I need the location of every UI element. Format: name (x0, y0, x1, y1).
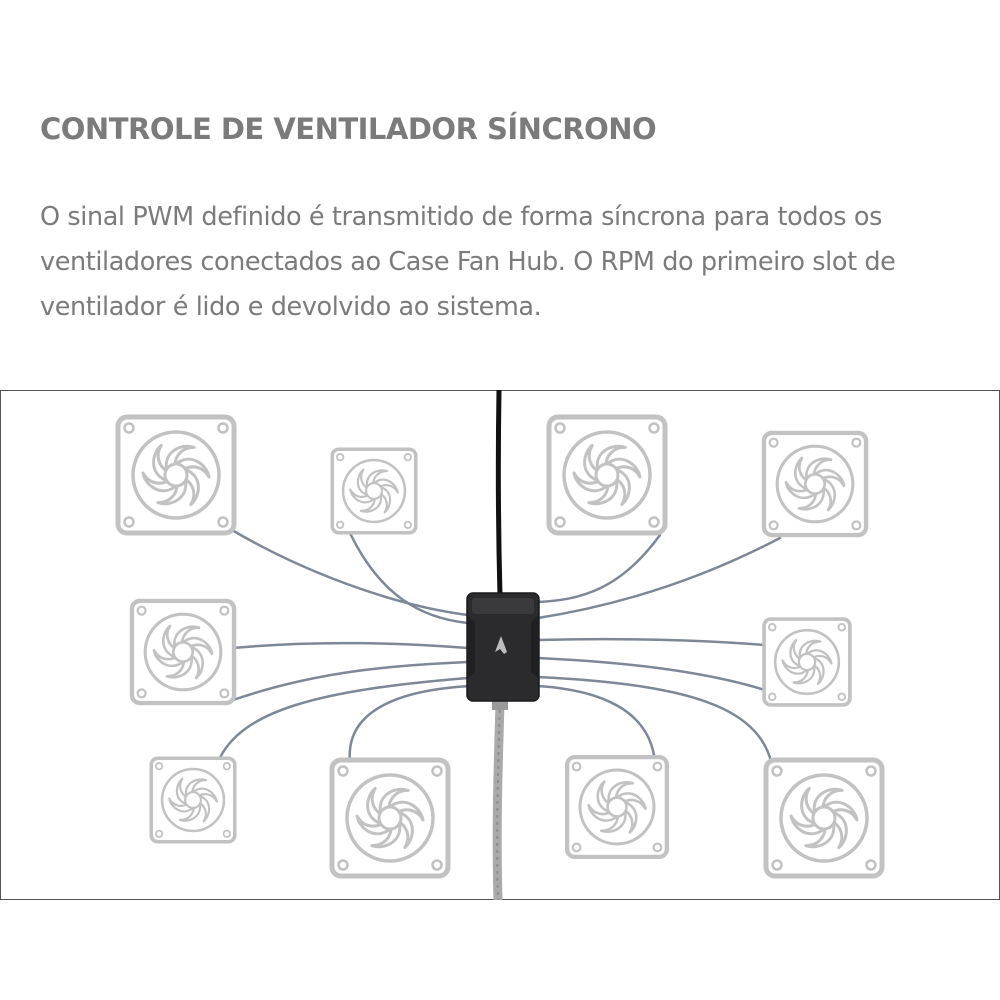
case-fan-icon (118, 417, 234, 533)
fan-cable-6 (348, 684, 472, 764)
hub-right-bevel (531, 615, 539, 679)
description-line-1: O sinal PWM definido é transmitido de fo… (40, 202, 882, 232)
case-fan-icon (332, 449, 416, 533)
hub-top-panel (472, 598, 534, 614)
fan-hub-diagram (0, 390, 1000, 900)
sata-cable (492, 702, 505, 900)
case-fan-icon (567, 757, 667, 857)
fan-cable-11 (536, 533, 662, 604)
fan-cable-7 (536, 684, 657, 764)
fan-hub-diagram-svg (0, 390, 1000, 900)
case-fan-icon (764, 619, 850, 705)
fan-cable-1 (230, 528, 470, 617)
case-fan-icon (549, 417, 665, 533)
arctic-logo-icon (495, 636, 507, 654)
fan-hub-icon (466, 592, 540, 702)
case-fan-icon (332, 760, 448, 876)
case-fan-icon (132, 601, 234, 703)
fan-cable-9 (536, 656, 767, 692)
description-line-3: ventilador é lido e devolvido ao sistema… (40, 292, 542, 322)
fan-cable-12 (536, 637, 767, 647)
fan-cable-10 (536, 536, 782, 620)
fan-cables (216, 528, 782, 782)
case-fan-icon (766, 760, 882, 876)
fan-cable-8 (536, 675, 776, 782)
fan-cable-2 (348, 531, 470, 625)
hub-left-bevel (467, 615, 475, 679)
case-fan-icon (151, 758, 235, 842)
description: O sinal PWM definido é transmitido de fo… (40, 195, 985, 330)
case-fan-icon (764, 433, 866, 535)
fan-cable-5 (216, 676, 470, 764)
fan-cable-3 (231, 641, 470, 650)
power-cable (495, 390, 503, 599)
fan-cable-4 (231, 660, 470, 702)
page-title: CONTROLE DE VENTILADOR SÍNCRONO (40, 112, 657, 146)
description-line-2: ventiladores conectados ao Case Fan Hub.… (40, 247, 896, 277)
